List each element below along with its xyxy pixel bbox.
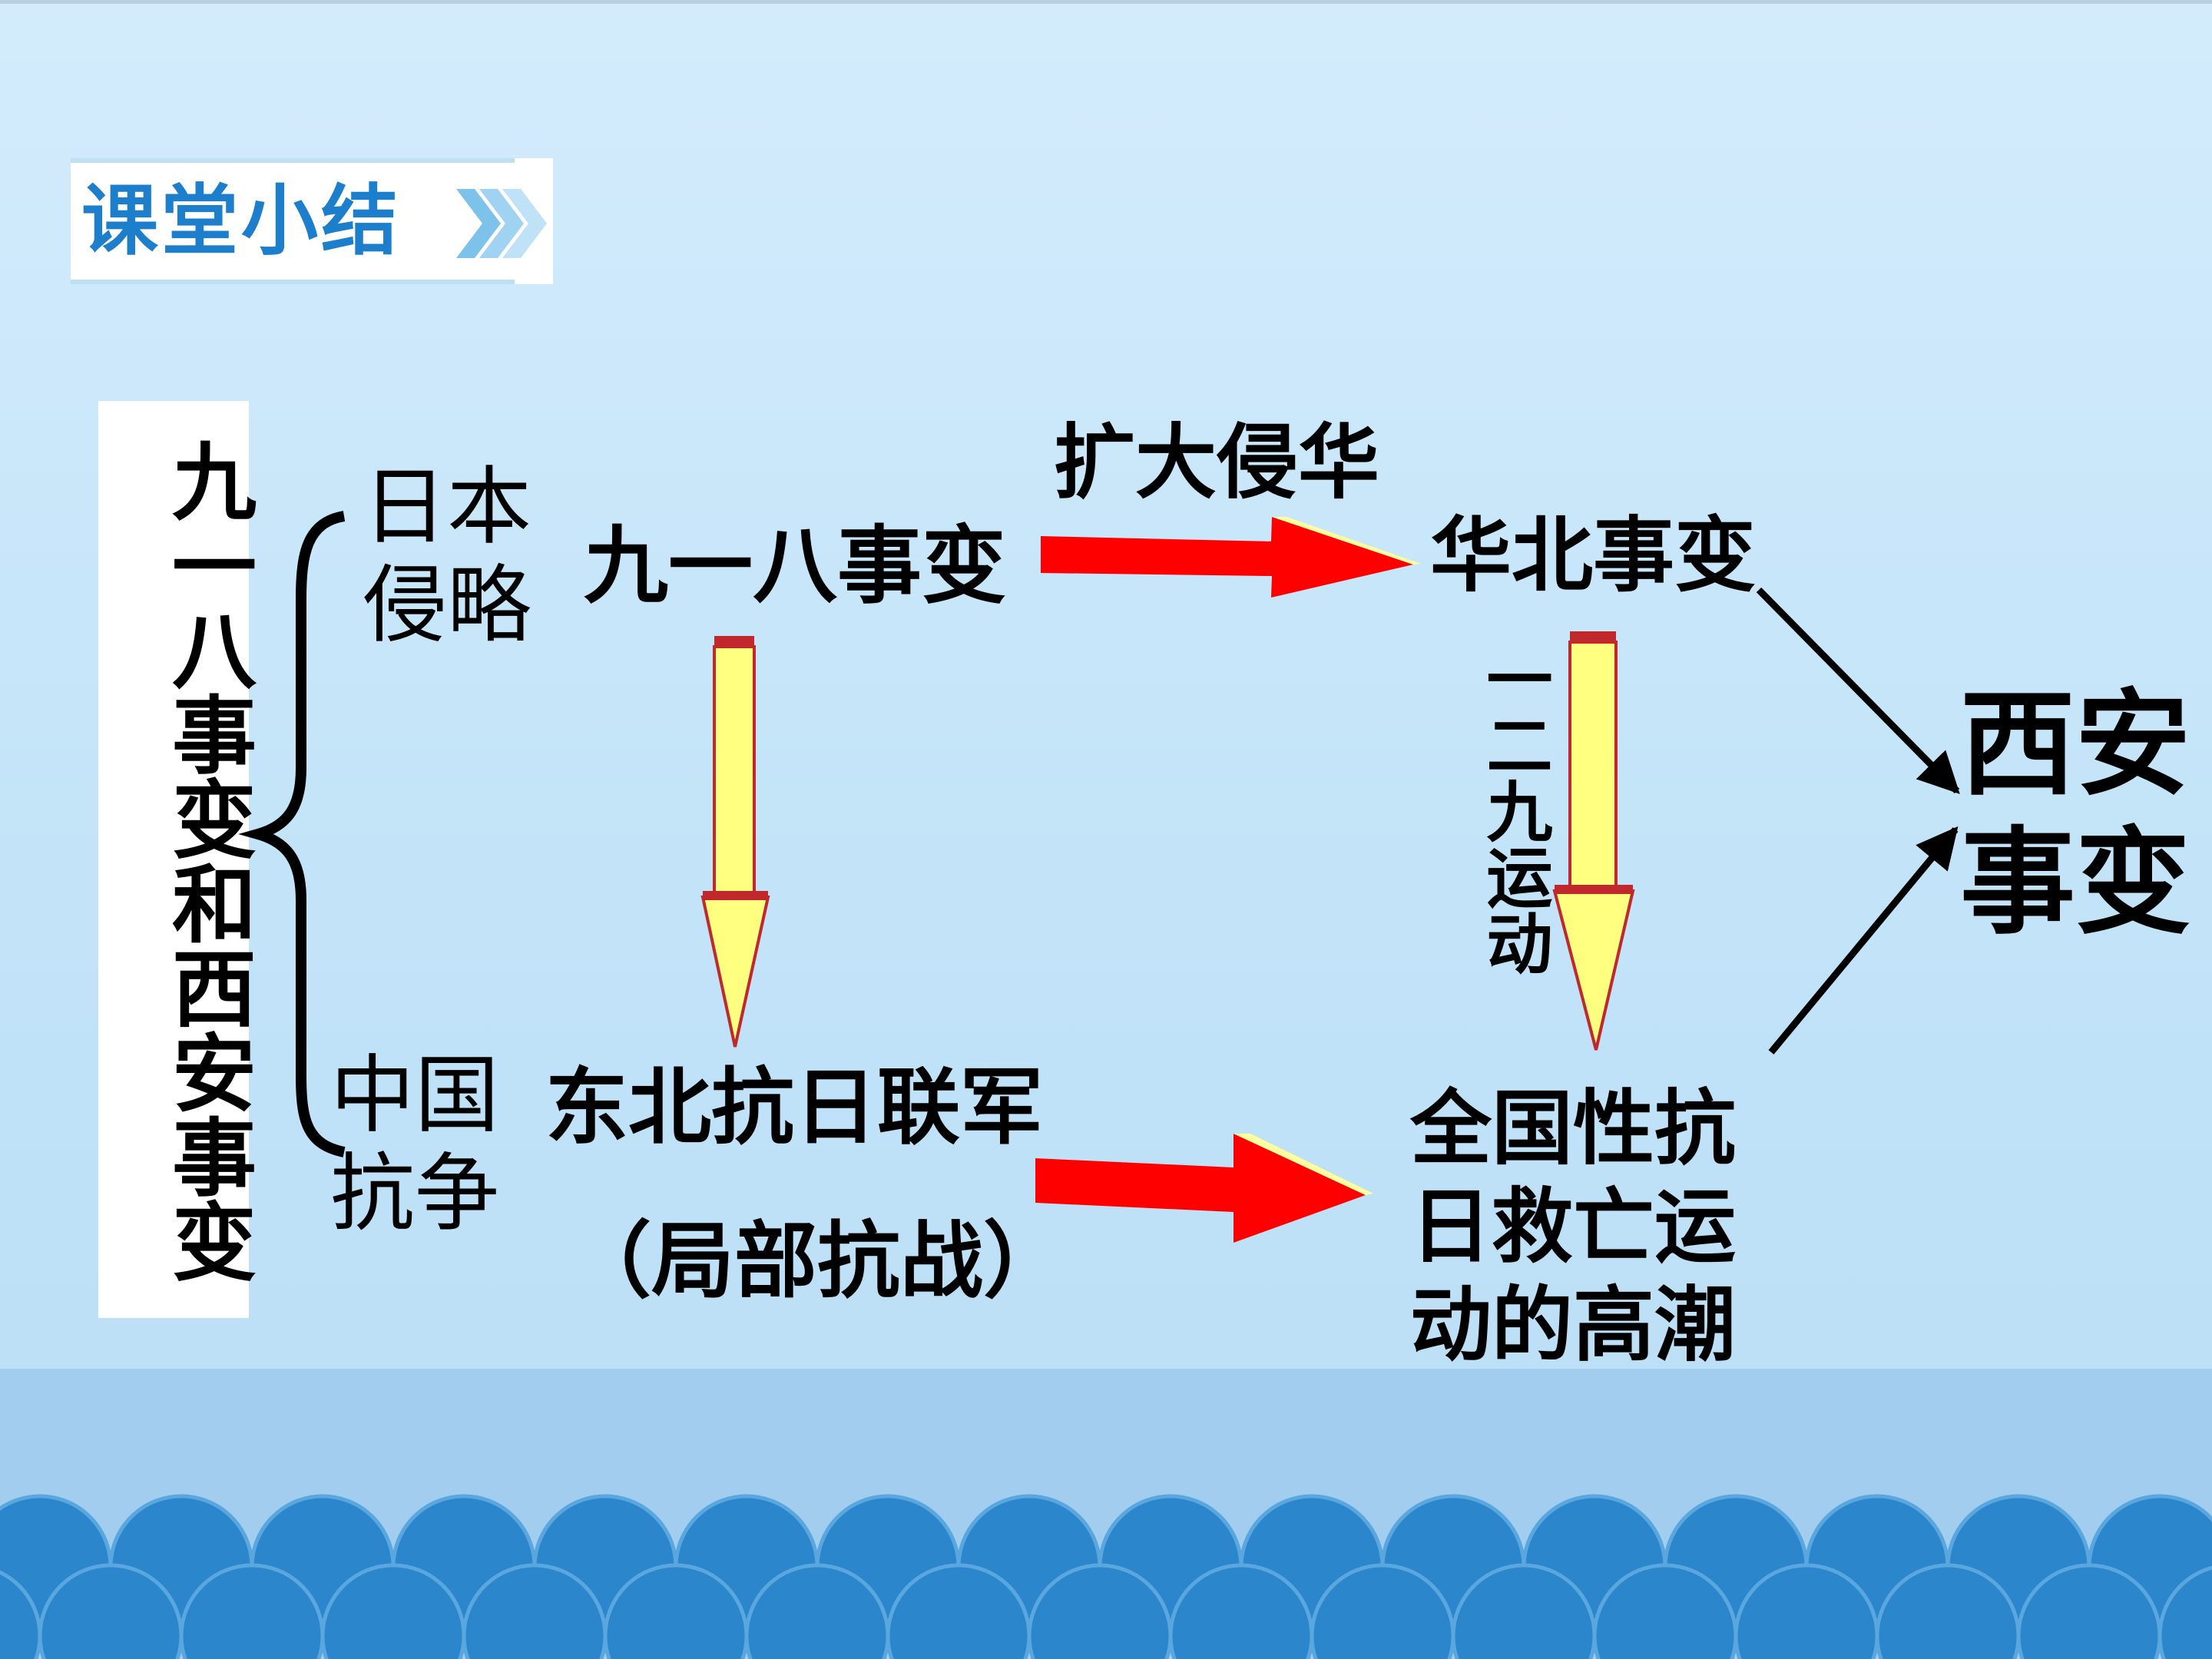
node-north-china-incident: 华北事变 bbox=[1430, 508, 1756, 603]
header-badge: 课堂小结 bbox=[71, 158, 553, 284]
grouping-brace bbox=[238, 511, 346, 1157]
node-partial-war: （局部抗战） bbox=[568, 1214, 1067, 1310]
arrow-north-china-to-xian bbox=[1756, 587, 1960, 794]
header-rule-top bbox=[71, 158, 515, 163]
header-title: 课堂小结 bbox=[81, 176, 401, 266]
node-northeast-army: 东北抗日联军 bbox=[545, 1060, 1044, 1156]
arrow-movement-to-xian bbox=[1768, 826, 1959, 1055]
main-topic-box: 九一八事变和西安事变 bbox=[98, 401, 256, 1318]
node-national-movement: 全国性抗日救亡运动的高潮 bbox=[1410, 1081, 1736, 1373]
main-topic-text: 九一八事变和西安事变 bbox=[157, 438, 256, 1283]
edge-label-expand-invasion: 扩大侵华 bbox=[1054, 416, 1379, 510]
yellow-arrow-northeast bbox=[700, 636, 770, 1048]
red-arrow-resistance bbox=[1035, 1134, 1373, 1243]
yellow-arrow-dec9 bbox=[1552, 631, 1635, 1051]
node-incident-918: 九一八事变 bbox=[584, 517, 1006, 615]
branch-japan-aggression: 日本侵略 bbox=[363, 458, 531, 654]
double-chevron-right-icon bbox=[456, 189, 547, 258]
wave-scallop bbox=[2157, 1565, 2212, 1659]
edge-label-dec9-movement: 一二九运动 bbox=[1475, 645, 1551, 975]
header-rule-bottom bbox=[71, 280, 515, 284]
wave-pattern bbox=[0, 1494, 2212, 1659]
top-border bbox=[0, 0, 2212, 4]
branch-china-resistance: 中国抗争 bbox=[330, 1046, 499, 1243]
red-arrow-expand-invasion bbox=[1041, 517, 1421, 598]
node-xian-incident: 西安事变 bbox=[1960, 678, 2191, 950]
